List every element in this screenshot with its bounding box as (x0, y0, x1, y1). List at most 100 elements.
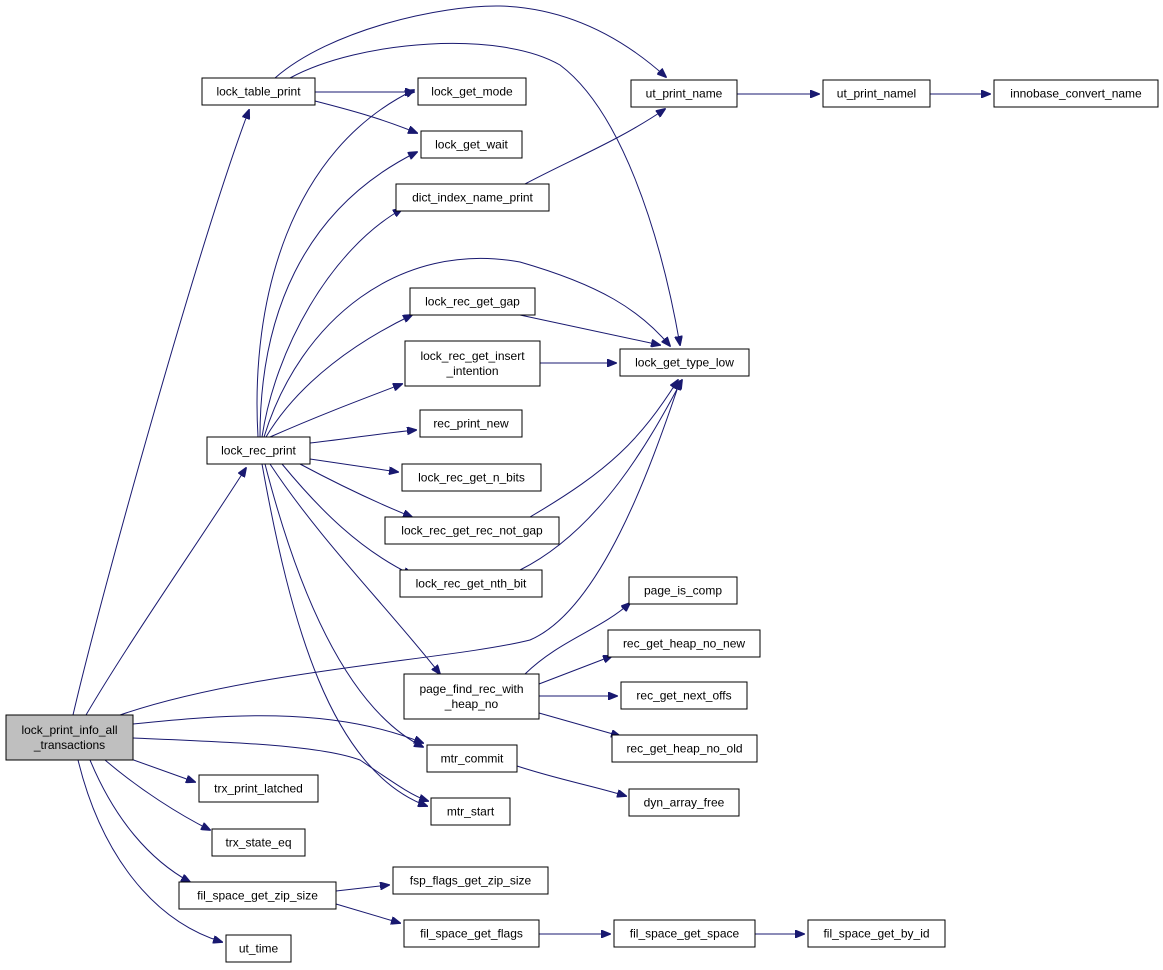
node-box (807, 919, 946, 948)
edge-lock_table_print-to-lock_get_type_low (289, 43, 680, 345)
node-label: lock_table_print (216, 85, 301, 99)
node-box (178, 881, 337, 910)
node-box (395, 183, 550, 212)
node-box (420, 130, 523, 159)
node-label: lock_rec_get_gap (425, 295, 520, 309)
node-fil_space_get_by_id[interactable]: fil_space_get_by_id (807, 919, 946, 948)
node-label: rec_get_heap_no_old (626, 742, 742, 756)
node-page_is_comp[interactable]: page_is_comp (628, 576, 738, 605)
node-box (426, 744, 518, 773)
node-lock_get_type_low[interactable]: lock_get_type_low (619, 348, 750, 377)
edge-lock_rec_print-to-page_find_rec_with_heap_no (269, 463, 440, 674)
node-lock_rec_get_gap[interactable]: lock_rec_get_gap (409, 287, 536, 316)
edge-mtr_commit-to-dyn_array_free (516, 765, 626, 796)
node-trx_state_eq[interactable]: trx_state_eq (211, 828, 306, 857)
node-page_find_rec_with_heap_no[interactable]: page_find_rec_with_heap_no (403, 673, 540, 720)
node-lock_rec_get_n_bits[interactable]: lock_rec_get_n_bits (401, 463, 542, 492)
node-label: _intention (445, 364, 498, 378)
edge-lock_rec_print-to-lock_get_wait (259, 152, 417, 438)
node-box (419, 409, 523, 438)
node-lock_rec_get_rec_not_gap[interactable]: lock_rec_get_rec_not_gap (384, 516, 560, 545)
edge-lock_print_info_all_transactions-to-mtr_commit (132, 715, 423, 743)
node-box (403, 673, 540, 720)
edge-lock_rec_print-to-lock_rec_get_rec_not_gap (299, 463, 412, 517)
edge-lock_print_info_all_transactions-to-trx_print_latched (127, 757, 195, 782)
edge-dict_index_name_print-to-ut_print_name (524, 109, 665, 185)
node-rec_print_new[interactable]: rec_print_new (419, 409, 523, 438)
node-label: page_is_comp (644, 584, 722, 598)
edge-lock_print_info_all_transactions-to-lock_get_type_low (119, 381, 680, 716)
node-box (628, 576, 738, 605)
node-label: innobase_convert_name (1010, 87, 1142, 101)
edge-lock_print_info_all_transactions-to-fil_space_get_zip_size (89, 759, 190, 882)
edge-fil_space_get_zip_size-to-fil_space_get_flags (335, 903, 400, 923)
node-label: lock_rec_get_rec_not_gap (401, 524, 543, 538)
node-box (430, 797, 511, 826)
node-label: ut_time (239, 942, 279, 956)
node-mtr_start[interactable]: mtr_start (430, 797, 511, 826)
node-box (401, 463, 542, 492)
node-lock_rec_get_insert_intention[interactable]: lock_rec_get_insert_intention (404, 340, 541, 387)
node-label: trx_state_eq (225, 836, 291, 850)
node-label: trx_print_latched (214, 782, 303, 796)
node-box (607, 629, 761, 658)
node-ut_time[interactable]: ut_time (225, 934, 292, 963)
node-label: _heap_no (444, 697, 499, 711)
node-rec_get_heap_no_old[interactable]: rec_get_heap_no_old (611, 734, 758, 763)
edge-lock_rec_print-to-lock_get_mode (256, 90, 414, 438)
node-rec_get_heap_no_new[interactable]: rec_get_heap_no_new (607, 629, 761, 658)
node-dict_index_name_print[interactable]: dict_index_name_print (395, 183, 550, 212)
node-ut_print_name[interactable]: ut_print_name (630, 79, 738, 108)
edge-lock_print_info_all_transactions-to-lock_table_print (72, 110, 249, 716)
edge-lock_rec_print-to-rec_print_new (309, 430, 416, 444)
node-label: mtr_commit (441, 752, 504, 766)
node-lock_get_wait[interactable]: lock_get_wait (420, 130, 523, 159)
edges-layer (72, 5, 990, 942)
edge-page_find_rec_with_heap_no-to-rec_get_heap_no_old (538, 712, 620, 736)
node-box (211, 828, 306, 857)
node-mtr_commit[interactable]: mtr_commit (426, 744, 518, 773)
node-label: fil_space_get_by_id (823, 927, 929, 941)
node-lock_get_mode[interactable]: lock_get_mode (417, 77, 527, 106)
node-fsp_flags_get_zip_size[interactable]: fsp_flags_get_zip_size (392, 866, 549, 895)
edge-page_find_rec_with_heap_no-to-page_is_comp (524, 603, 630, 675)
node-box (822, 79, 931, 108)
node-label: ut_print_namel (837, 87, 916, 101)
node-box (392, 866, 549, 895)
edge-page_find_rec_with_heap_no-to-rec_get_heap_no_new (538, 656, 612, 685)
node-ut_print_namel[interactable]: ut_print_namel (822, 79, 931, 108)
edge-lock_table_print-to-lock_get_wait (314, 100, 417, 133)
node-box (384, 516, 560, 545)
node-rec_get_next_offs[interactable]: rec_get_next_offs (620, 681, 748, 710)
node-lock_table_print[interactable]: lock_table_print (201, 77, 316, 106)
node-label: lock_rec_get_insert (420, 349, 525, 363)
node-fil_space_get_flags[interactable]: fil_space_get_flags (403, 919, 540, 948)
node-box (613, 919, 756, 948)
edge-lock_rec_print-to-lock_rec_get_insert_intention (269, 384, 402, 438)
node-box (403, 919, 540, 948)
node-label: dict_index_name_print (412, 191, 533, 205)
node-label: lock_rec_get_nth_bit (416, 577, 527, 591)
node-lock_rec_print[interactable]: lock_rec_print (206, 436, 311, 465)
node-trx_print_latched[interactable]: trx_print_latched (198, 774, 319, 803)
node-innobase_convert_name[interactable]: innobase_convert_name (993, 79, 1159, 108)
edge-lock_print_info_all_transactions-to-mtr_start (132, 737, 428, 801)
node-lock_print_info_all_transactions[interactable]: lock_print_info_all_transactions (5, 714, 134, 761)
node-box (630, 79, 738, 108)
node-box (201, 77, 316, 106)
node-box (206, 436, 311, 465)
node-label: lock_rec_print (221, 444, 296, 458)
node-label: fil_space_get_zip_size (197, 889, 318, 903)
edge-lock_print_info_all_transactions-to-ut_time (77, 759, 222, 942)
node-label: _transactions (33, 738, 105, 752)
node-label: rec_get_heap_no_new (623, 637, 745, 651)
node-label: rec_print_new (433, 417, 509, 431)
node-fil_space_get_space[interactable]: fil_space_get_space (613, 919, 756, 948)
node-dyn_array_free[interactable]: dyn_array_free (628, 788, 740, 817)
node-lock_rec_get_nth_bit[interactable]: lock_rec_get_nth_bit (399, 569, 543, 598)
node-label: ut_print_name (646, 87, 723, 101)
node-label: lock_get_mode (431, 85, 513, 99)
edge-lock_rec_print-to-dict_index_name_print (261, 209, 402, 438)
node-fil_space_get_zip_size[interactable]: fil_space_get_zip_size (178, 881, 337, 910)
node-label: lock_get_type_low (635, 356, 734, 370)
